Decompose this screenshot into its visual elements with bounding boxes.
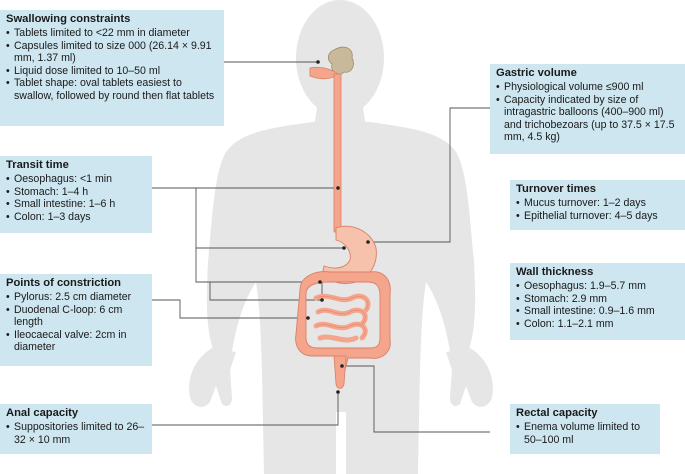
list-item: Oesophagus: 1.9–5.7 mm [516, 280, 679, 293]
list-item: Small intestine: 0.9–1.6 mm [516, 305, 679, 318]
leader-rectal [342, 365, 490, 433]
leader-anal [152, 392, 339, 426]
leg-gap [336, 412, 346, 474]
dot-stomach-inner [342, 246, 346, 250]
box-list: Suppositories limited to 26–32 × 10 mm [6, 421, 146, 446]
mouth-region [309, 46, 354, 80]
list-item: Mucus turnover: 1–2 days [516, 197, 679, 210]
list-item: Suppositories limited to 26–32 × 10 mm [6, 421, 146, 446]
box-list: Physiological volume ≤900 ml Capacity in… [496, 81, 679, 144]
points-of-constriction-box: Points of constriction Pylorus: 2.5 cm d… [0, 274, 152, 366]
small-intestine-edge [317, 309, 366, 325]
dot-stomach [366, 240, 370, 244]
turnover-times-box: Turnover times Mucus turnover: 1–2 days … [510, 180, 685, 230]
list-item: Colon: 1–3 days [6, 211, 146, 224]
box-title: Points of constriction [6, 277, 121, 289]
leader-constriction-pylorus [209, 282, 322, 301]
box-list: Oesophagus: 1.9–5.7 mm Stomach: 2.9 mm S… [516, 280, 679, 330]
rectum [333, 355, 347, 389]
list-item: Colon: 1.1–2.1 mm [516, 318, 679, 331]
swallowing-constraints-box: Swallowing constraints Tablets limited t… [0, 10, 224, 126]
box-list: Mucus turnover: 1–2 days Epithelial turn… [516, 197, 679, 222]
dot-duodenum [320, 298, 324, 302]
list-item: Capacity indicated by size of intragastr… [496, 94, 679, 144]
dot-pylorus [318, 280, 322, 284]
rectal-capacity-box: Rectal capacity Enema volume limited to … [510, 404, 660, 454]
box-title: Wall thickness [516, 266, 594, 278]
list-item: Tablet shape: oval tablets easiest to sw… [6, 77, 218, 102]
box-title: Transit time [6, 159, 69, 171]
list-item: Tablets limited to <22 mm in diameter [6, 27, 218, 40]
colon [295, 271, 391, 375]
list-item: Capsules limited to size 000 (26.14 × 9.… [6, 40, 218, 65]
box-title: Swallowing constraints [6, 13, 131, 25]
dot-rectum [340, 364, 344, 368]
wall-thickness-box: Wall thickness Oesophagus: 1.9–5.7 mm St… [510, 263, 685, 340]
box-title: Rectal capacity [516, 407, 598, 419]
small-intestine-edge [315, 295, 369, 311]
box-title: Anal capacity [6, 407, 79, 419]
list-item: Ileocaecal valve: 2cm in diameter [6, 329, 146, 354]
list-item: Liquid dose limited to 10–50 ml [6, 65, 218, 78]
leader-ileocaecal [152, 299, 308, 319]
anal-capacity-box: Anal capacity Suppositories limited to 2… [0, 404, 152, 454]
leader-gastric [368, 107, 490, 243]
right-hand [446, 348, 493, 407]
small-intestine-outline [315, 295, 369, 339]
box-title: Gastric volume [496, 67, 577, 79]
box-title: Turnover times [516, 183, 596, 195]
salivary-gland-icon [328, 46, 354, 75]
box-list: Tablets limited to <22 mm in diameter Ca… [6, 27, 218, 103]
leader-lines [152, 61, 490, 433]
gastric-volume-box: Gastric volume Physiological volume ≤900… [490, 64, 685, 154]
list-item: Stomach: 2.9 mm [516, 293, 679, 306]
leader-constriction [195, 248, 320, 283]
transit-time-box: Transit time Oesophagus: <1 min Stomach:… [0, 156, 152, 233]
list-item: Small intestine: 1–6 h [6, 198, 146, 211]
dot-ileocaecal [306, 316, 310, 320]
list-item: Stomach: 1–4 h [6, 186, 146, 199]
list-item: Pylorus: 2.5 cm diameter [6, 291, 146, 304]
small-intestine-coil [317, 334, 359, 343]
list-item: Duodenal C-loop: 6 cm length [6, 304, 146, 329]
left-hand [189, 348, 236, 407]
box-list: Pylorus: 2.5 cm diameter Duodenal C-loop… [6, 291, 146, 354]
small-intestine-edge [315, 323, 366, 339]
pointer-dots [306, 60, 370, 394]
list-item: Enema volume limited to 50–100 ml [516, 421, 654, 446]
dot-anus [336, 390, 340, 394]
list-item: Oesophagus: <1 min [6, 173, 146, 186]
list-item: Physiological volume ≤900 ml [496, 81, 679, 94]
box-list: Enema volume limited to 50–100 ml [516, 421, 654, 446]
dot-mouth [316, 60, 320, 64]
oesophagus [333, 73, 342, 233]
dot-oesophagus [336, 186, 340, 190]
box-list: Oesophagus: <1 min Stomach: 1–4 h Small … [6, 173, 146, 223]
list-item: Epithelial turnover: 4–5 days [516, 210, 679, 223]
